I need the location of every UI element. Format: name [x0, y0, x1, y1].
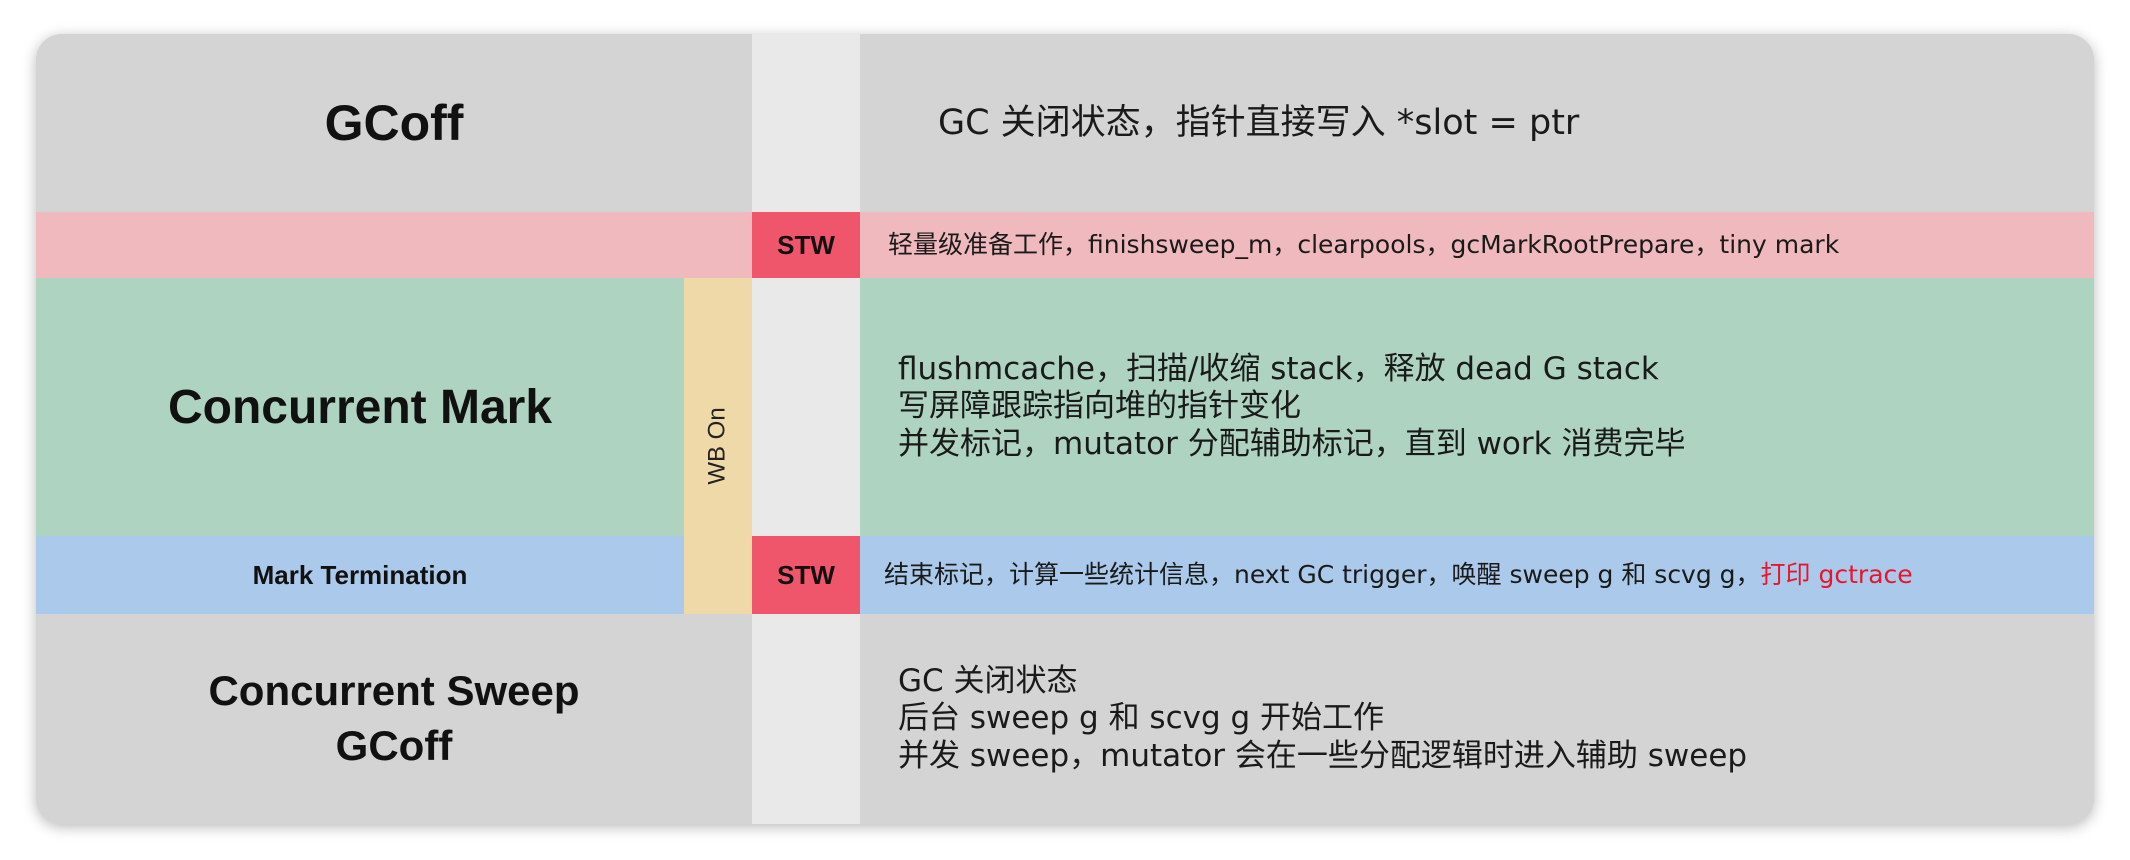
mark-termination-description: 结束标记，计算一些统计信息，next GC trigger，唤醒 sweep g… [884, 536, 2084, 614]
concurrent-mark-title: Concurrent Mark [167, 380, 553, 434]
concurrent-sweep-line-1: GC 关闭状态 [898, 663, 1078, 700]
gcoff-title: GCoff [324, 95, 464, 151]
mark-termination-band [36, 536, 2094, 614]
stw-lane [752, 34, 860, 824]
write-barrier-label: WB On [704, 407, 731, 485]
concurrent-mark-line-3: 并发标记，mutator 分配辅助标记，直到 work 消费完毕 [898, 425, 1686, 462]
sweep-termination-band [36, 212, 2094, 278]
concurrent-sweep-line-2: 后台 sweep g 和 scvg g 开始工作 [898, 700, 1385, 737]
concurrent-mark-band [36, 278, 2094, 536]
concurrent-sweep-title-line2: GCoff [335, 722, 453, 769]
concurrent-sweep-description: GC 关闭状态 后台 sweep g 和 scvg g 开始工作 并发 swee… [898, 614, 2078, 824]
gcoff-description: GC 关闭状态，指针直接写入 *slot = ptr [938, 103, 1580, 143]
diagram-card: STW STW WB On GCoff Concurrent Mark Mark… [36, 34, 2094, 824]
mark-termination-text: 结束标记，计算一些统计信息，next GC trigger，唤醒 sweep g… [884, 560, 1761, 589]
write-barrier-column: WB On [684, 278, 752, 614]
concurrent-mark-description: flushmcache，扫描/收缩 stack，释放 dead G stack … [898, 278, 2078, 536]
mark-termination-highlight: 打印 gctrace [1760, 560, 1913, 589]
sweep-termination-description: 轻量级准备工作，finishsweep_m，clearpools，gcMarkR… [888, 230, 1840, 259]
concurrent-sweep-title-line1: Concurrent Sweep [208, 667, 580, 715]
concurrent-mark-line-2: 写屏障跟踪指向堆的指针变化 [898, 388, 1301, 425]
stw-badge-mark-termination: STW [752, 536, 860, 614]
stw-badge-sweep-termination: STW [752, 212, 860, 278]
concurrent-sweep-band [36, 614, 2094, 824]
gcoff-band [36, 34, 2094, 212]
concurrent-sweep-line-3: 并发 sweep，mutator 会在一些分配逻辑时进入辅助 sweep [898, 737, 1748, 774]
concurrent-mark-line-1: flushmcache，扫描/收缩 stack，释放 dead G stack [898, 351, 1659, 388]
concurrent-sweep-title: Concurrent Sweep GCoff [36, 614, 752, 824]
mark-termination-title: Mark Termination [252, 559, 468, 590]
